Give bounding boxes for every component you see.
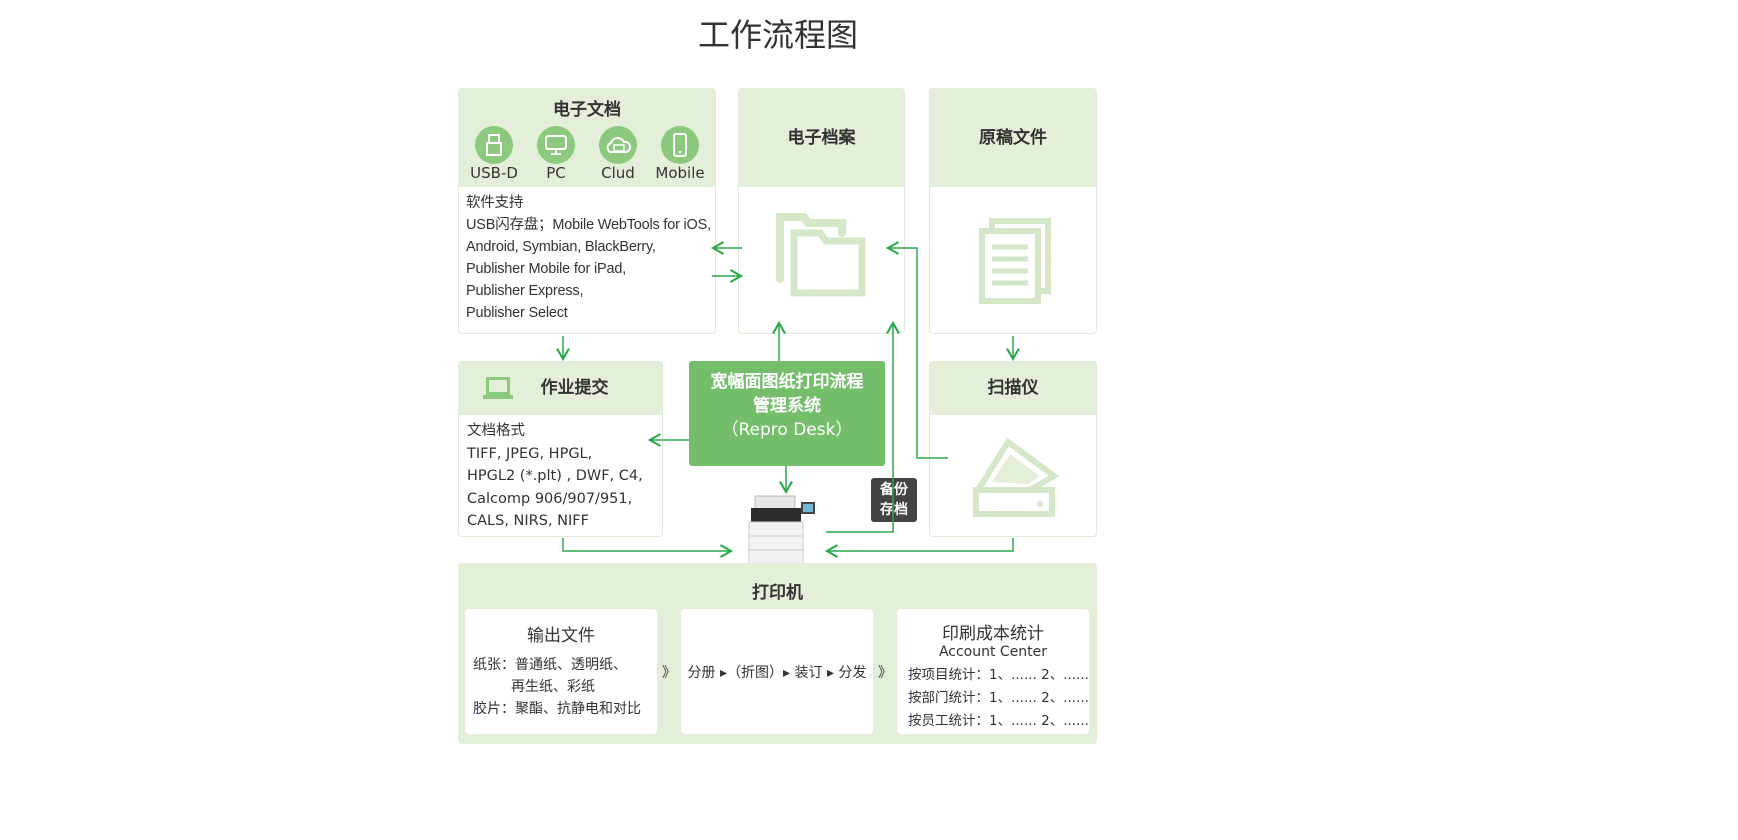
printer-image: [748, 495, 815, 567]
format-line: Calcomp 906/907/951,: [467, 490, 633, 507]
pc-icon: [537, 126, 575, 164]
arrow-job-to-printer: [562, 538, 734, 558]
backup-line: 备份: [880, 482, 908, 498]
output-line: 再生纸、彩纸: [511, 679, 595, 695]
electronic-archive-box: 电子档案: [738, 88, 905, 334]
printer-title: 打印机: [752, 583, 803, 603]
repro-desk-box: 宽幅面图纸打印流程 管理系统 （Repro Desk）: [689, 361, 885, 466]
document-icon: [979, 218, 1051, 304]
format-line: HPGL2 (*.plt) , DWF, C4,: [467, 468, 643, 484]
finishing-process-text: 分册 ▸（折图）▸ 装订 ▸ 分发: [687, 665, 867, 681]
folder-icon: [776, 213, 866, 297]
electronic-documents-title: 电子文档: [553, 100, 621, 120]
usb-item: USB-D: [463, 126, 525, 182]
scanner-box: 扫描仪: [929, 361, 1097, 537]
format-line: CALS, NIRS, NIFF: [467, 513, 589, 529]
scanner-icon: [973, 437, 1060, 517]
laptop-icon: [483, 377, 513, 399]
repro-desk-line: 宽幅面图纸打印流程: [710, 372, 864, 392]
account-center-subtitle: Account Center: [938, 644, 1048, 660]
icon-label: USB-D: [470, 164, 518, 182]
software-line: Publisher Mobile for iPad,: [466, 261, 627, 277]
backup-archive-label: 备份 存档: [871, 478, 917, 522]
finishing-process-box: 分册 ▸（折图）▸ 装订 ▸ 分发: [681, 609, 873, 734]
print-cost-title: 印刷成本统计: [942, 624, 1044, 644]
separator-arrow: 》: [878, 665, 892, 681]
backup-line: 存档: [880, 502, 908, 518]
cost-line: 按员工统计：1、...... 2、......: [908, 713, 1089, 729]
icon-label: Clud: [601, 164, 635, 182]
output-files-box: 输出文件 纸张：普通纸、透明纸、 再生纸、彩纸 胶片：聚酯、抗静电和对比: [465, 609, 657, 734]
output-line: 胶片：聚酯、抗静电和对比: [473, 701, 641, 717]
icon-label: PC: [546, 164, 566, 182]
page-title: 工作流程图: [697, 16, 858, 54]
software-line: Publisher Select: [466, 305, 568, 321]
separator-arrow: 》: [662, 665, 676, 681]
format-line: TIFF, JPEG, HPGL,: [467, 445, 593, 462]
job-submission-title: 作业提交: [540, 378, 609, 398]
scanner-title: 扫描仪: [930, 362, 1096, 415]
mobile-item: Mobile: [649, 126, 711, 182]
software-line: Android, Symbian, BlackBerry,: [466, 239, 656, 255]
software-line: Publisher Express,: [466, 283, 584, 299]
repro-desk-line: 管理系统: [753, 396, 821, 416]
job-submission-box: 作业提交 文档格式 TIFF, JPEG, HPGL, HPGL2 (*.plt…: [458, 361, 663, 537]
arrow-scanner-to-printer: [824, 538, 1014, 558]
repro-desk-line: （Repro Desk）: [721, 420, 853, 440]
icon-label: Mobile: [655, 164, 705, 182]
cost-line: 按项目统计：1、...... 2、......: [908, 667, 1089, 683]
software-support-title: 软件支持: [466, 195, 524, 211]
output-files-title: 输出文件: [527, 626, 595, 646]
cloud-item: Clud: [587, 126, 649, 182]
cloud-icon: [599, 126, 637, 164]
format-title: 文档格式: [467, 423, 525, 439]
print-cost-box: 印刷成本统计 Account Center 按项目统计：1、...... 2、.…: [897, 609, 1089, 734]
original-documents-box: 原稿文件: [929, 88, 1097, 334]
usb-icon: [475, 126, 513, 164]
cost-line: 按部门统计：1、...... 2、......: [908, 690, 1089, 706]
electronic-archive-title: 电子档案: [739, 89, 904, 187]
software-line: USB闪存盘；Mobile WebTools for iOS,: [466, 217, 711, 233]
original-documents-title: 原稿文件: [930, 89, 1096, 187]
mobile-icon: [661, 126, 699, 164]
output-line: 纸张：普通纸、透明纸、: [473, 657, 627, 673]
electronic-documents-box: 电子文档 USB-D PC Clud Mobile 软件支持 USB闪存盘；Mo…: [458, 88, 716, 334]
pc-item: PC: [525, 126, 587, 182]
